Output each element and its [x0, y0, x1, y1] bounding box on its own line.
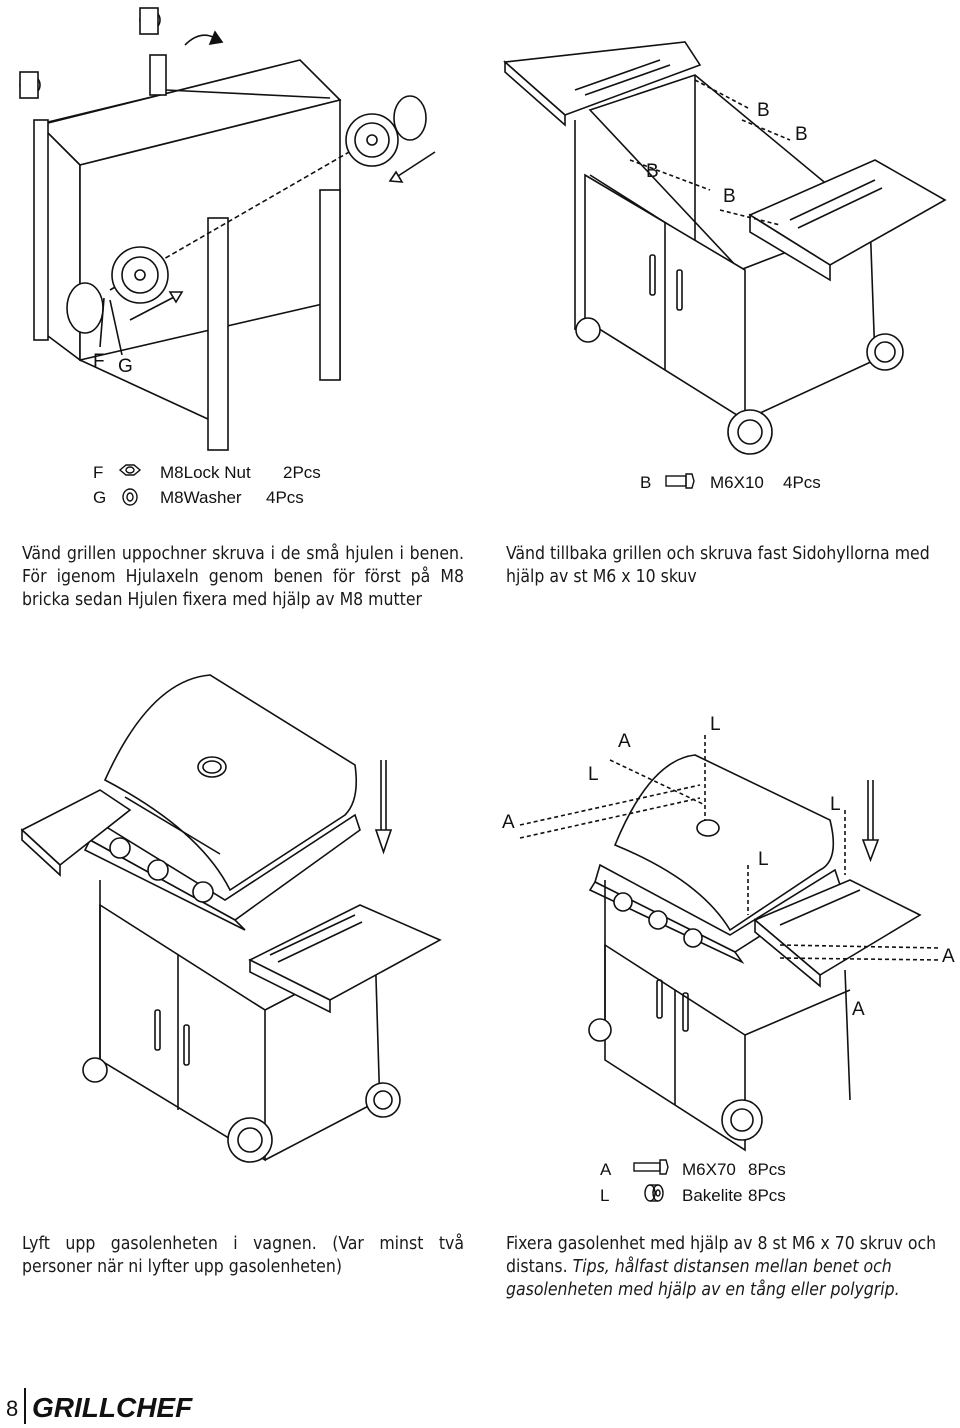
part-qty-g: 4Pcs	[266, 488, 304, 507]
part-qty-b: 4Pcs	[783, 473, 821, 492]
callout-a-3: A	[942, 946, 955, 967]
part-name-l: Bakelite	[682, 1186, 742, 1205]
step1-figure: F G	[0, 0, 480, 520]
brand-logo: GRILLCHEF	[32, 1392, 193, 1423]
part-code-l: L	[600, 1186, 609, 1205]
step3-figure	[0, 670, 480, 1190]
part-code-g: G	[93, 488, 106, 507]
callout-b-1: B	[757, 100, 770, 121]
callout-b-4: B	[723, 186, 736, 207]
footer-divider	[24, 1388, 26, 1424]
step4-parts-list: A M6X70 8Pcs L Bakelite 8Pcs	[590, 1155, 820, 1215]
part-name-b: M6X10	[710, 473, 764, 492]
part-name-g: M8Washer	[160, 488, 242, 507]
part-name-a: M6X70	[682, 1160, 736, 1179]
part-code-f: F	[93, 463, 103, 482]
callout-l-2: L	[588, 764, 599, 785]
down-arrow-icon	[861, 780, 880, 863]
wheel-icon	[111, 113, 399, 304]
callout-g: G	[118, 356, 133, 377]
washer-icon	[122, 488, 138, 506]
bolt-icon	[665, 473, 695, 489]
step2-caption: Vänd tillbaka grillen och skruva fast Si…	[506, 544, 930, 587]
down-arrow-icon	[374, 760, 393, 855]
lock-nut-icon	[118, 464, 142, 476]
part-code-a: A	[600, 1160, 612, 1179]
callout-f: F	[93, 351, 105, 372]
caster-icon	[19, 7, 161, 99]
part-qty-l: 8Pcs	[748, 1186, 786, 1205]
step4-caption: Fixera gasolenhet med hjälp av 8 st M6 x…	[506, 1233, 956, 1302]
step1-parts-list: F M8Lock Nut 2Pcs G M8Washer 4Pcs	[0, 458, 480, 518]
callout-l-1: L	[710, 714, 721, 735]
callout-b-3: B	[646, 161, 659, 182]
callout-l-3: L	[830, 794, 841, 815]
callout-b-2: B	[795, 124, 808, 145]
part-name-f: M8Lock Nut	[160, 463, 251, 482]
step4-caption-tip: Tips, hålfast distansen mellan benet och…	[506, 1257, 900, 1300]
page-number: 8	[6, 1396, 19, 1421]
step3-caption: Lyft upp gasolenheten i vagnen. (Var min…	[22, 1234, 464, 1277]
step4-figure: A A A A L L L L	[480, 690, 960, 1160]
spacer-icon	[644, 1184, 664, 1202]
wheel-icon	[82, 1057, 401, 1163]
callout-l-4: L	[758, 849, 769, 870]
part-qty-f: 2Pcs	[283, 463, 321, 482]
callout-a-1: A	[618, 731, 631, 752]
step2-parts-list: B M6X10 4Pcs	[630, 468, 850, 498]
long-bolt-icon	[633, 1159, 669, 1175]
step1-caption: Vänd grillen uppochner skruva i de små h…	[22, 544, 464, 610]
part-code-b: B	[640, 473, 651, 492]
wheel-icon	[588, 1018, 763, 1141]
callout-a-4: A	[852, 999, 865, 1020]
callout-a-2: A	[502, 812, 515, 833]
step4-caption-plain: Fixera gasolenhet med hjälp av 8 st M6 x…	[506, 1234, 937, 1277]
step2-figure: B B B B	[480, 0, 960, 500]
wheel-icon	[575, 317, 904, 455]
part-qty-a: 8Pcs	[748, 1160, 786, 1179]
